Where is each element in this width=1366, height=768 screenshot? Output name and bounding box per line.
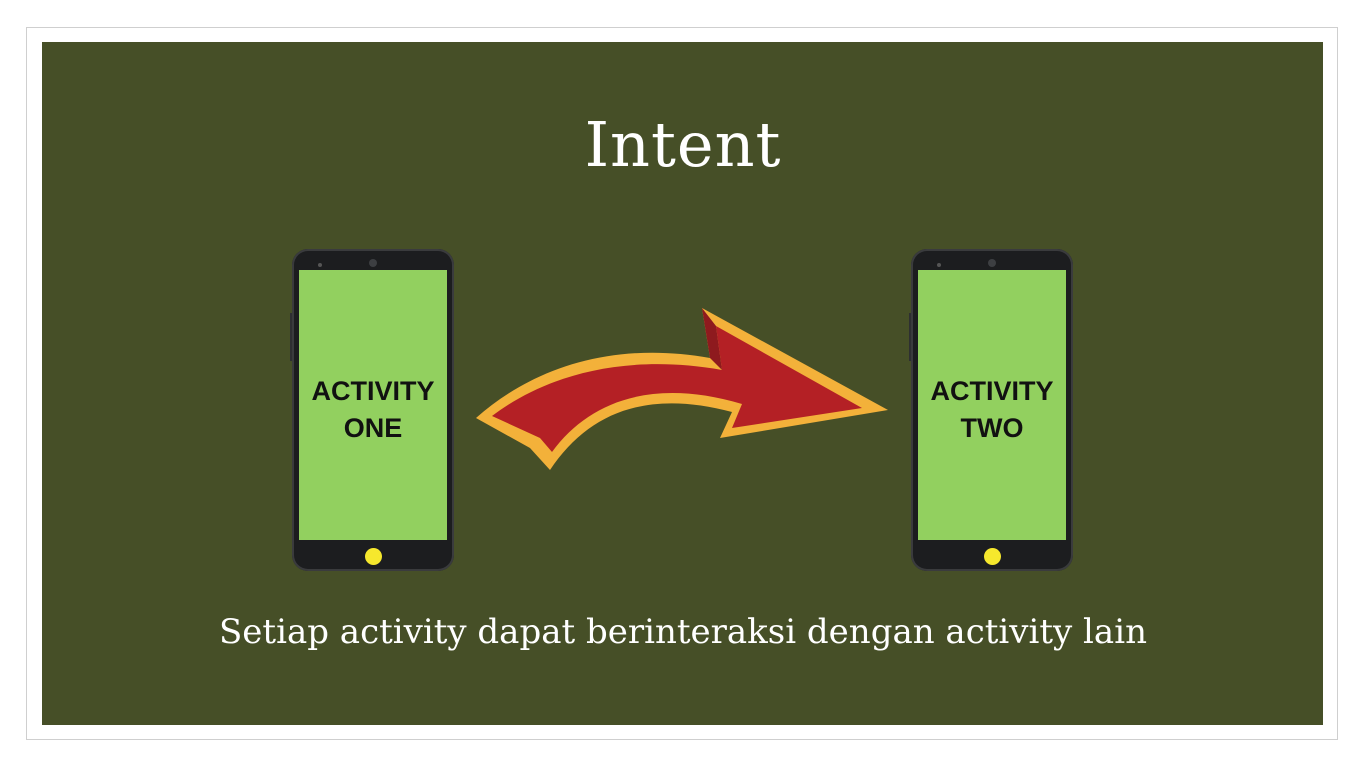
phone-camera: [988, 259, 996, 267]
home-button: [984, 548, 1001, 565]
slide-subtitle: Setiap activity dapat berinteraksi denga…: [219, 612, 1147, 652]
phone-speaker: [318, 263, 322, 267]
screen-label: ACTIVITY ONE: [311, 376, 435, 443]
slide: Intent ACTIVITY ONE ACTIVITY TWO Setiap …: [42, 42, 1323, 725]
phone-activity-two: ACTIVITY TWO: [909, 249, 1073, 571]
home-button: [365, 548, 382, 565]
phone-camera: [369, 259, 377, 267]
phone-screen: ACTIVITY TWO: [918, 270, 1066, 540]
phone-speaker: [937, 263, 941, 267]
phone-side-key: [290, 313, 292, 361]
curved-arrow-right-icon: [476, 308, 888, 470]
phone-side-key: [909, 313, 911, 361]
screen-label: ACTIVITY TWO: [930, 376, 1054, 443]
phone-screen: ACTIVITY ONE: [299, 270, 447, 540]
slide-title: Intent: [584, 108, 782, 181]
phone-activity-one: ACTIVITY ONE: [290, 249, 454, 571]
